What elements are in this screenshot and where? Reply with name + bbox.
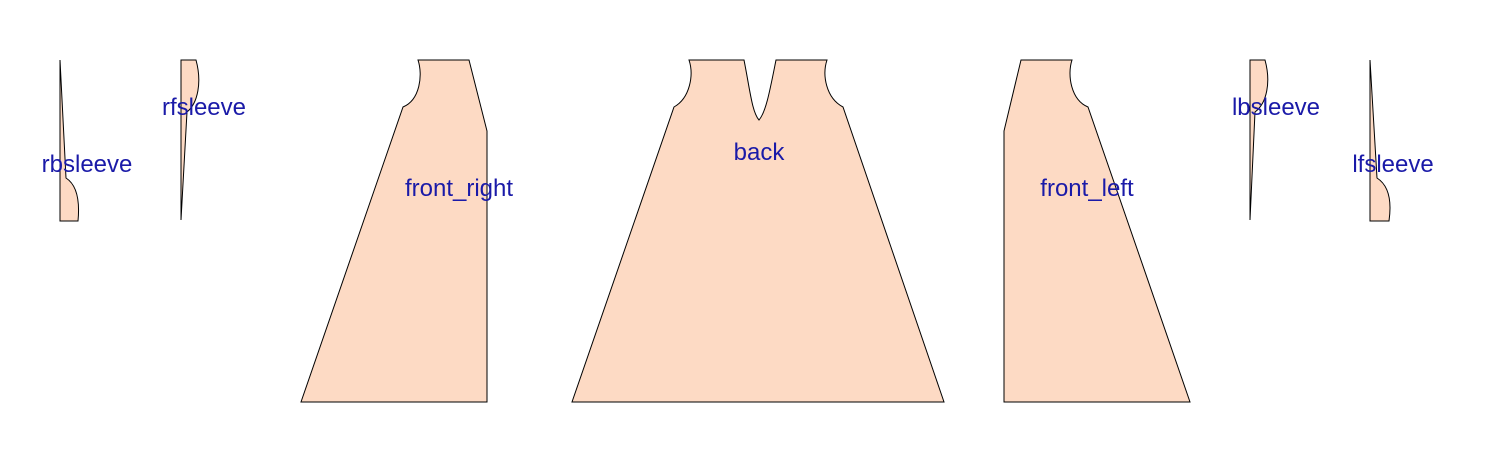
front-left-label: front_left — [1040, 175, 1134, 202]
rbsleeve-label: rbsleeve — [42, 151, 133, 178]
rbsleeve-shape — [59, 59, 80, 222]
lbsleeve-label: lbsleeve — [1232, 94, 1320, 121]
piece-rbsleeve: rbsleeve — [42, 59, 133, 222]
piece-back: back — [571, 59, 945, 403]
front-right-label: front_right — [405, 175, 513, 202]
lbsleeve-shape — [1249, 59, 1269, 221]
back-label: back — [734, 139, 786, 166]
rfsleeve-shape — [180, 59, 200, 221]
piece-front-left: front_left — [1003, 59, 1191, 403]
rfsleeve-label: rfsleeve — [162, 94, 246, 121]
piece-lfsleeve: lfsleeve — [1352, 59, 1434, 222]
lfsleeve-label: lfsleeve — [1352, 151, 1433, 178]
piece-front-right: front_right — [300, 59, 513, 403]
front-left-shape — [1003, 59, 1191, 403]
front-right-shape — [300, 59, 488, 403]
piece-rfsleeve: rfsleeve — [162, 59, 246, 221]
piece-lbsleeve: lbsleeve — [1232, 59, 1320, 221]
lfsleeve-shape — [1369, 59, 1391, 222]
back-shape — [571, 59, 945, 403]
